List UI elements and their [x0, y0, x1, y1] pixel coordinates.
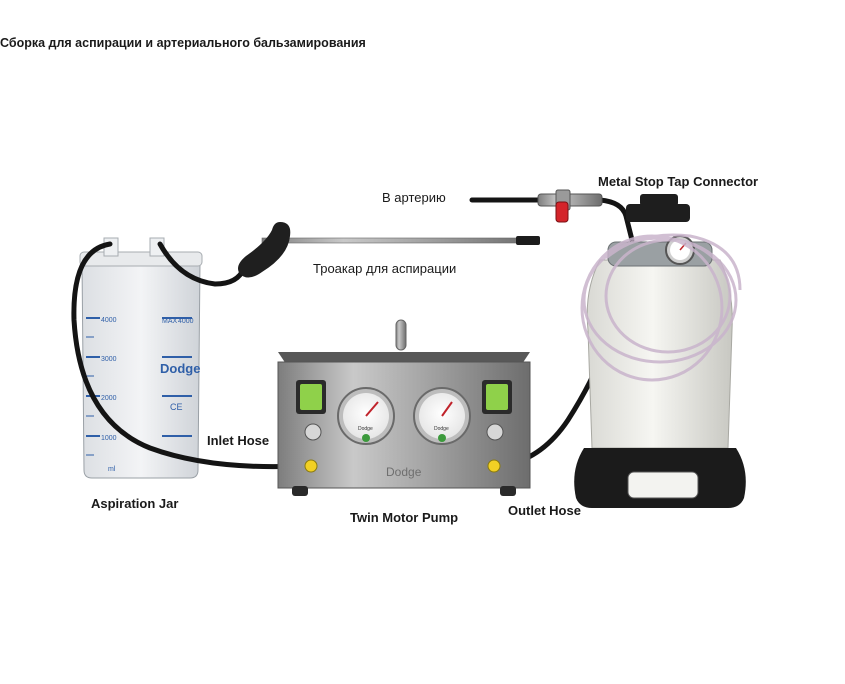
label-stop-tap: Metal Stop Tap Connector [598, 174, 759, 189]
inlet-hose [71, 241, 303, 470]
jar-scale-3000: 3000 [101, 356, 117, 363]
gauge-left-brand: Dodge [358, 426, 373, 432]
stop-tap-connector [537, 189, 603, 223]
label-trocar: Троакар для аспирации [313, 261, 457, 276]
label-outlet-hose: Outlet Hose [508, 503, 581, 518]
jar-brand: Dodge [160, 361, 200, 376]
jar-scale-2000: 2000 [101, 395, 117, 402]
embalming-tank [574, 194, 746, 508]
jar-max-label: MAX [162, 318, 178, 325]
jar-unit: ml [108, 466, 116, 473]
label-aspiration-jar: Aspiration Jar [91, 496, 179, 511]
jar-scale-4000: 4000 [101, 317, 117, 324]
jar-max-value: 4000 [178, 318, 194, 325]
diagram-title: Сборка для аспирации и артериального бал… [0, 36, 366, 50]
label-twin-pump: Twin Motor Pump [350, 510, 459, 525]
trocar-hose [157, 241, 247, 287]
twin-motor-pump: Dodge Dodge Dodge [277, 319, 531, 496]
trocar [238, 222, 540, 278]
label-to-artery: В артерию [382, 190, 446, 205]
jar-ce-mark: CE [170, 402, 183, 412]
pump-brand: Dodge [386, 465, 422, 479]
clear-tubing-coil [580, 233, 742, 382]
label-inlet-hose: Inlet Hose [207, 433, 270, 448]
jar-scale-1000: 1000 [101, 435, 117, 442]
gauge-right-brand: Dodge [434, 426, 449, 432]
